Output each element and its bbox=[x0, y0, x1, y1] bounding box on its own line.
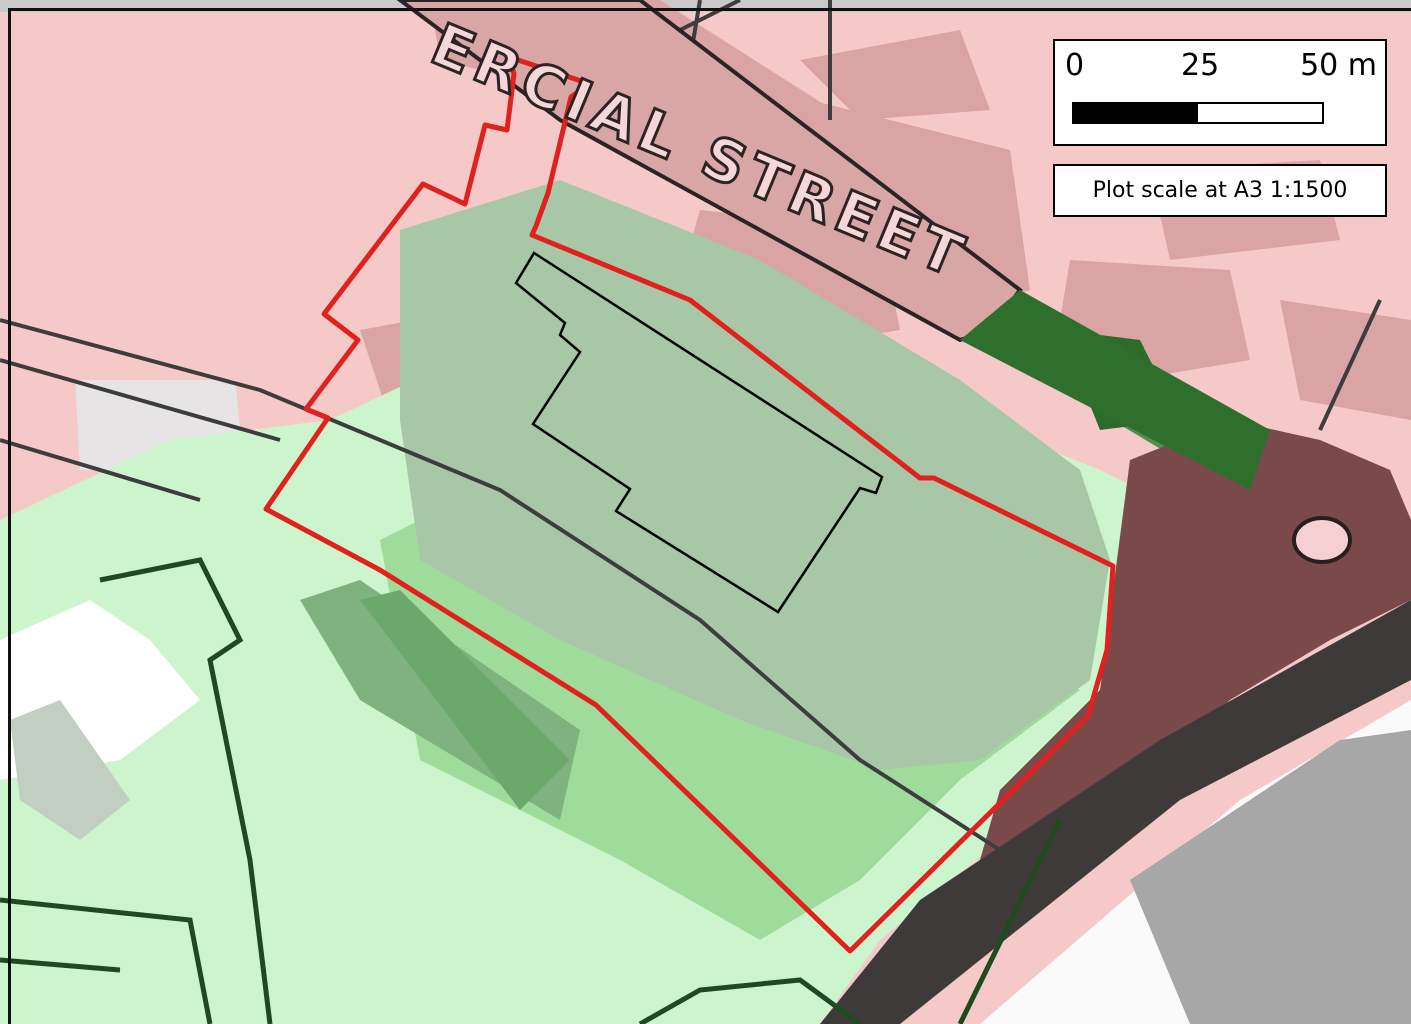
street-verge bbox=[960, 290, 1270, 490]
scale-bar-track bbox=[1072, 102, 1324, 124]
scale-bar-filled-segment bbox=[1074, 104, 1198, 122]
scale-tick-0: 0 bbox=[1065, 48, 1085, 83]
grey-green-patch bbox=[10, 700, 130, 840]
boundary-lines bbox=[0, 0, 1382, 852]
street-name-label: ERCIAL STREET bbox=[0, 0, 979, 293]
scale-bar: 0 25 50 m bbox=[1053, 39, 1387, 146]
roundabout-island bbox=[1292, 516, 1352, 564]
main-road bbox=[820, 600, 1411, 1024]
plot-scale-text: Plot scale at A3 1:1500 bbox=[1092, 178, 1348, 203]
footpaths bbox=[0, 557, 1063, 1024]
proposed-building-outline[interactable] bbox=[514, 251, 884, 614]
scale-tick-50: 50 m bbox=[1300, 48, 1377, 83]
grass-site-area bbox=[400, 180, 1110, 770]
plot-scale-note: Plot scale at A3 1:1500 bbox=[1053, 164, 1387, 217]
scale-tick-25: 25 bbox=[1181, 48, 1220, 83]
grey-building bbox=[1130, 730, 1411, 1024]
tree-cover-dense bbox=[360, 590, 570, 810]
site-boundary[interactable] bbox=[263, 54, 1116, 954]
